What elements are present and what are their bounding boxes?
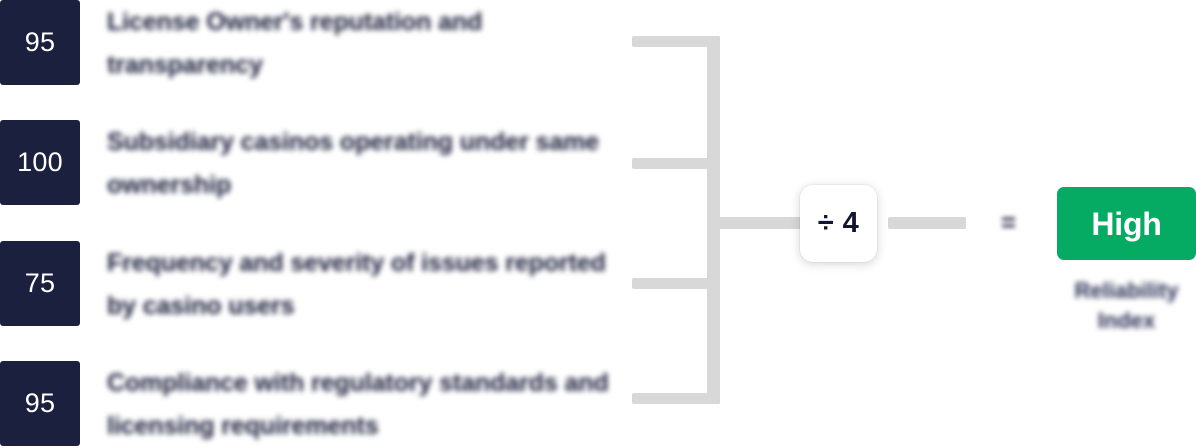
bracket-arm-icon [632, 36, 720, 47]
score-box: 95 [0, 0, 80, 85]
result-badge: High [1057, 187, 1196, 260]
score-value: 95 [24, 388, 56, 418]
criteria-row: 95 License Owner's reputation and transp… [0, 0, 620, 85]
bracket-spine-icon [707, 36, 720, 404]
bracket-arm-icon [632, 158, 720, 169]
score-box: 100 [0, 120, 80, 205]
criteria-label: Compliance with regulatory standards and… [107, 369, 609, 440]
score-value: 75 [24, 268, 56, 298]
score-value: 95 [24, 27, 56, 57]
score-value: 100 [17, 147, 63, 177]
criteria-row: 75 Frequency and severity of issues repo… [0, 241, 620, 326]
result-caption: Reliability Index [1074, 278, 1179, 333]
criteria-row: 100 Subsidiary casinos operating under s… [0, 120, 620, 205]
connector-line-icon [888, 217, 966, 229]
criteria-label: Frequency and severity of issues reporte… [107, 249, 606, 320]
score-box: 75 [0, 241, 80, 326]
bracket-arm-icon [632, 393, 720, 404]
score-box: 95 [0, 361, 80, 446]
criteria-label: License Owner's reputation and transpare… [107, 8, 483, 79]
divide-operation-label: ÷ 4 [817, 207, 860, 239]
divide-operation-box: ÷ 4 [800, 185, 877, 262]
bracket-arm-icon [632, 278, 720, 289]
equals-icon: = [1001, 217, 1015, 230]
result-badge-label: High [1091, 205, 1162, 242]
connector-line-icon [716, 217, 806, 229]
criteria-row: 95 Compliance with regulatory standards … [0, 361, 620, 446]
criteria-label: Subsidiary casinos operating under same … [107, 128, 600, 199]
